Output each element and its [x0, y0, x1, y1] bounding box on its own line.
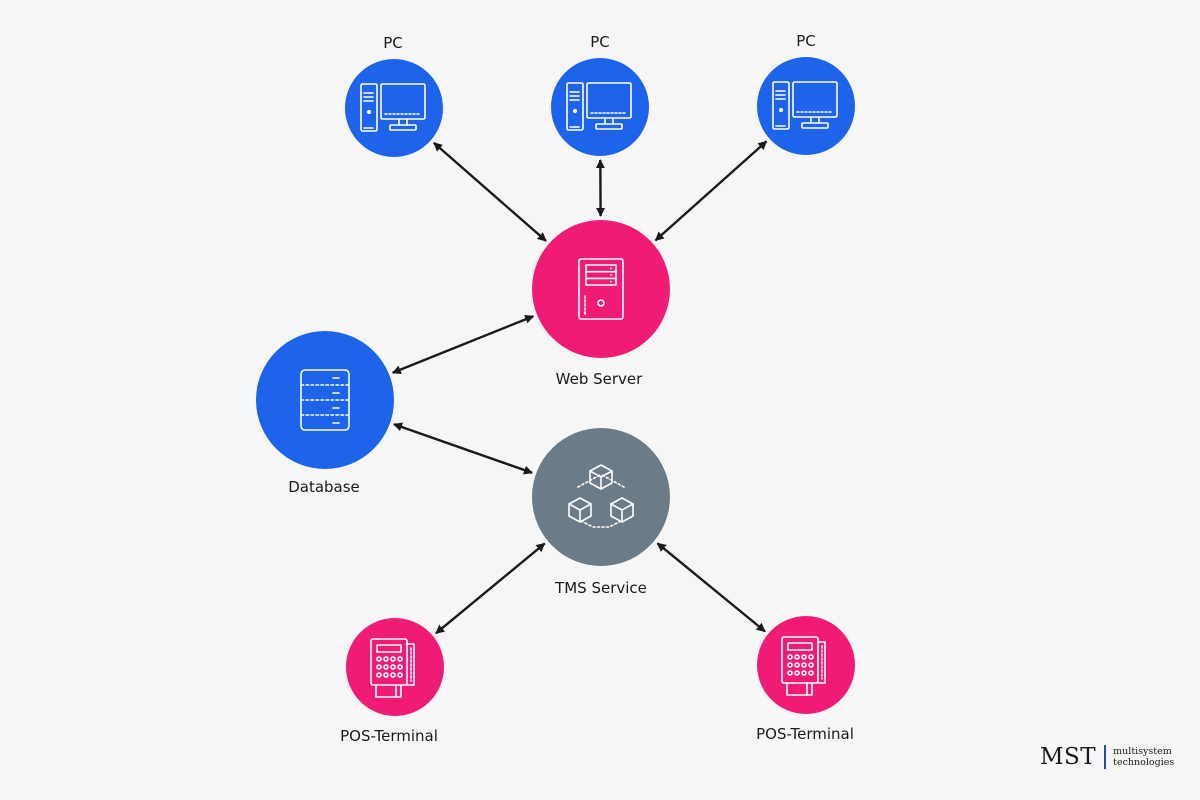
logo-text: multisystem technologies — [1113, 746, 1174, 768]
arrow-pc1-web-server — [433, 141, 547, 242]
logo-line-2: technologies — [1113, 757, 1175, 768]
node-circle — [532, 428, 670, 566]
arrow-tms-service-pos2 — [656, 542, 766, 633]
node-tms-service — [532, 428, 670, 566]
node-pc1 — [345, 59, 443, 157]
node-web-server — [532, 220, 670, 358]
diagram-nodes — [256, 57, 855, 716]
pc-label: PC — [590, 33, 610, 51]
tms-service-label: TMS Service — [555, 579, 647, 597]
web-server-label: Web Server — [555, 370, 643, 388]
node-database — [256, 331, 394, 469]
node-circle — [757, 57, 855, 155]
logo-mark: MST — [1040, 744, 1097, 770]
arrow-tms-service-pos1 — [435, 542, 546, 635]
node-circle — [532, 220, 670, 358]
pos-terminal-label: POS-Terminal — [756, 725, 854, 743]
node-circle — [256, 331, 394, 469]
mst-logo: MST multisystem technologies — [1040, 744, 1174, 770]
node-pos1 — [346, 618, 444, 716]
node-pc3 — [757, 57, 855, 155]
arrow-pc3-web-server — [654, 140, 768, 242]
logo-divider — [1104, 745, 1107, 769]
connection-arrows — [391, 140, 768, 635]
database-label: Database — [288, 478, 360, 496]
arrow-database-tms-service — [393, 422, 533, 475]
node-circle — [345, 59, 443, 157]
pc-label: PC — [796, 32, 816, 50]
pc-label: PC — [383, 34, 403, 52]
pos-terminal-label: POS-Terminal — [340, 727, 438, 745]
node-circle — [551, 58, 649, 156]
node-pos2 — [757, 616, 855, 714]
arrow-web-server-database — [391, 315, 535, 374]
logo-line-1: multisystem — [1113, 746, 1172, 757]
node-pc2 — [551, 58, 649, 156]
